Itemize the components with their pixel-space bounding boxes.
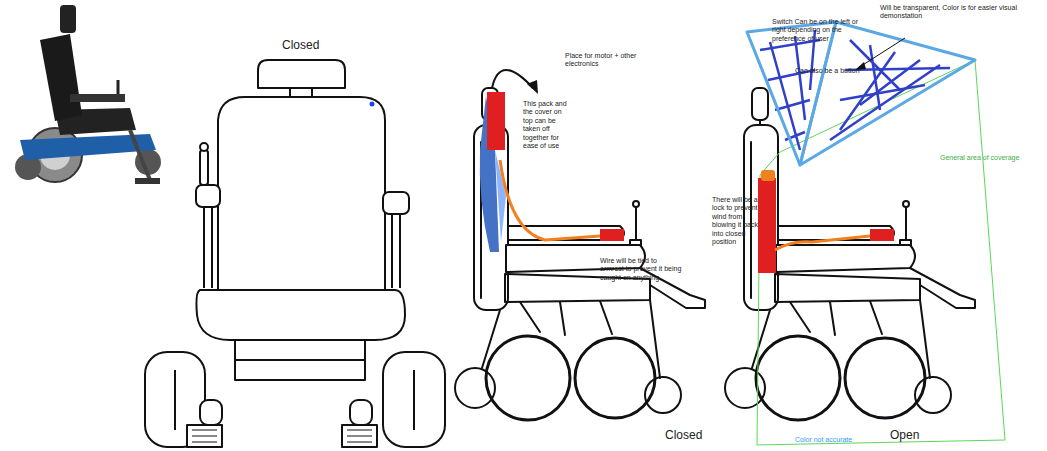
view-title: Closed bbox=[282, 38, 352, 52]
front-view-chair bbox=[290, 88, 312, 97]
side-view-open bbox=[800, 22, 975, 165]
side-view-open bbox=[775, 236, 870, 250]
wheelchair-photo bbox=[117, 80, 120, 94]
front-view-chair bbox=[347, 430, 372, 442]
side-view-open bbox=[747, 22, 836, 165]
note-text: Can also be a button bbox=[795, 67, 885, 75]
side-view-open bbox=[870, 229, 894, 241]
view-title: Open bbox=[890, 428, 950, 442]
wheelchair-photo bbox=[70, 94, 125, 102]
front-view-chair bbox=[192, 430, 217, 442]
front-view-chair bbox=[200, 143, 208, 151]
note-text: There will be a lock to prevent wind fro… bbox=[712, 196, 758, 246]
front-view-chair bbox=[383, 352, 445, 447]
front-view-chair bbox=[218, 97, 385, 290]
side-view-open bbox=[758, 178, 776, 273]
note-text: General area of coverage bbox=[940, 154, 1045, 162]
side-view-open bbox=[761, 170, 775, 181]
side-view-open bbox=[725, 22, 1005, 445]
side-view-closed bbox=[455, 88, 705, 420]
side-view-closed bbox=[600, 229, 624, 241]
front-view-chair bbox=[145, 60, 445, 447]
wheelchair-photo bbox=[135, 178, 160, 184]
note-text: Will be transparent, Color is for easier… bbox=[880, 4, 1045, 21]
wheelchair-photo bbox=[130, 130, 150, 180]
note-text: This pack and the cover on top can be ta… bbox=[523, 100, 567, 150]
front-view-chair bbox=[258, 60, 345, 88]
front-view-chair bbox=[196, 185, 220, 207]
note-text: Switch Can be on the left or right depen… bbox=[772, 18, 864, 43]
front-view-chair bbox=[370, 102, 375, 107]
front-view-chair bbox=[413, 370, 415, 430]
note-text: Place for motor + other electronics bbox=[565, 52, 647, 69]
front-view-chair bbox=[196, 290, 405, 340]
wheelchair-photo bbox=[60, 5, 76, 33]
side-view-open bbox=[858, 38, 905, 68]
front-view-chair bbox=[383, 192, 409, 214]
front-view-chair bbox=[392, 214, 400, 288]
front-view-chair bbox=[200, 400, 222, 425]
front-view-chair bbox=[174, 370, 176, 430]
note-text: Wire will be tied to armrest to prevent … bbox=[600, 257, 682, 282]
front-view-chair bbox=[204, 207, 212, 288]
front-view-chair bbox=[350, 400, 372, 425]
wheelchair-photo bbox=[15, 5, 161, 184]
side-view-closed bbox=[455, 70, 705, 420]
front-view-chair bbox=[342, 425, 377, 447]
wheelchair-photo bbox=[40, 34, 82, 121]
front-view-chair bbox=[235, 340, 365, 380]
front-view-chair bbox=[200, 150, 208, 185]
side-view-closed bbox=[492, 70, 533, 88]
side-view-open bbox=[725, 88, 975, 420]
side-view-closed bbox=[500, 160, 600, 240]
view-title: Closed bbox=[665, 428, 735, 442]
front-view-chair bbox=[187, 425, 222, 447]
note-text: Color not accurate bbox=[795, 436, 885, 444]
side-view-closed bbox=[487, 92, 505, 150]
side-view-closed bbox=[527, 80, 538, 94]
